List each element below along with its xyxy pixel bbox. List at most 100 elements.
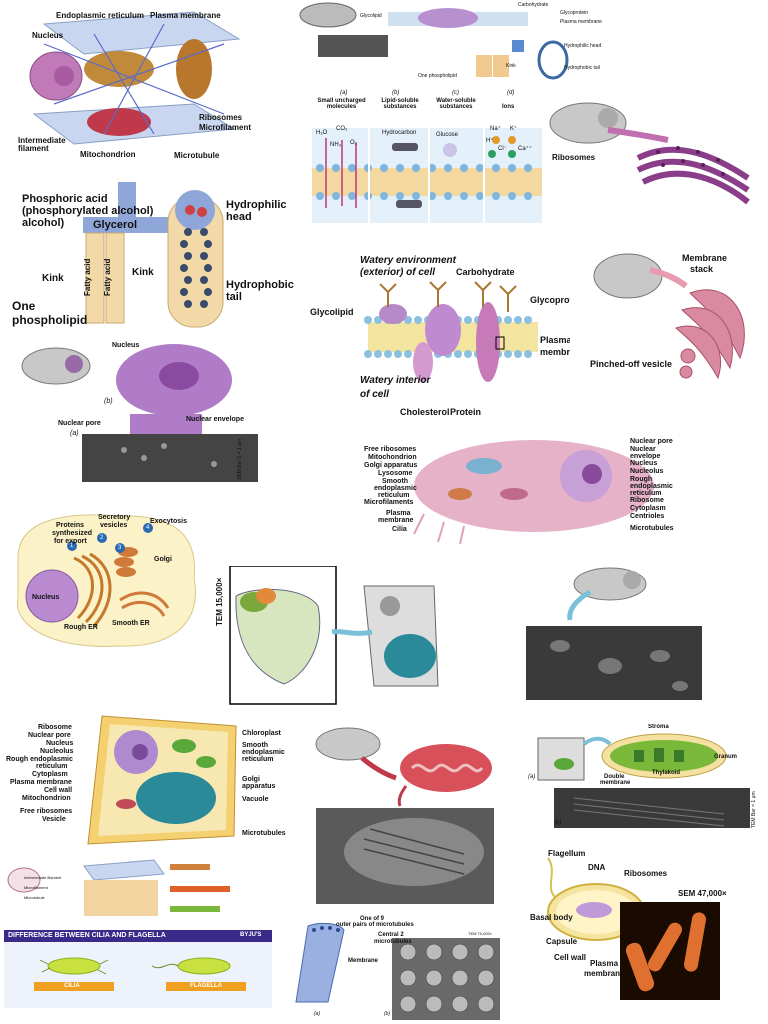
label-centrioles: Centrioles <box>630 513 665 520</box>
label-a: (a) <box>340 90 348 96</box>
label-glycoprotein: Glycoprotein <box>560 10 589 16</box>
label-head: head <box>226 211 252 223</box>
label-for-export: for export <box>54 538 87 545</box>
label-thylakoid: Thylakoid <box>652 770 681 776</box>
membrane-big-illustration <box>364 281 538 382</box>
label-nuclear-pore: Nuclear pore <box>28 732 71 739</box>
label-mitochondrion: Mitochondrion <box>368 454 417 461</box>
label-nuclear-pore: Nuclear pore <box>630 438 673 445</box>
flagellum-illustration <box>295 922 500 1020</box>
label-smooth-er: Smooth ER <box>112 620 150 627</box>
label-co2: CO₂ <box>336 126 348 132</box>
animal-cell-illustration <box>413 440 654 544</box>
rough-er-illustration <box>549 102 750 205</box>
bacterium-illustration <box>547 857 720 1000</box>
label-microtubule: Microtubule <box>174 151 220 160</box>
label-nucleus: Nucleus <box>32 31 64 40</box>
label-cell-wall: Cell wall <box>554 953 587 962</box>
label-secretory: Secretory <box>98 514 131 521</box>
ribosomes-panel: Ribosomes <box>548 98 753 213</box>
nucleus-illustration <box>21 344 258 482</box>
label-free-ribosomes: Free ribosomes <box>364 446 417 453</box>
label-k: K⁺ <box>510 126 518 132</box>
label-nucleus: Nucleus <box>630 460 658 467</box>
cilia-flagella-illustration <box>34 957 246 991</box>
label-one-phospholipid: One phospholipid <box>418 73 457 79</box>
label-exterior-of-cell: (exterior) of cell <box>360 267 436 278</box>
label-ribosomes: Ribosomes <box>199 113 243 122</box>
label-glycolipid: Glycolipid <box>360 13 382 19</box>
label-cell-wall: Cell wall <box>44 787 73 794</box>
cytoskeleton-panel: Endoplasmic reticulum Plasma membrane Nu… <box>14 4 254 164</box>
label-free-ribosomes: Free ribosomes <box>20 808 73 815</box>
label-rough-er: Rough ER <box>64 624 98 631</box>
label-a: (a) <box>70 430 79 437</box>
label-endoplasmic-reticulum: Endoplasmic reticulum <box>56 11 145 20</box>
label-microtubules: microtubules <box>374 939 412 945</box>
animal-cell-panel: Free ribosomes Mitochondrion Golgi appar… <box>364 434 684 544</box>
label-dna: DNA <box>588 863 606 872</box>
label-one: One <box>12 299 36 313</box>
label-pinched-off-vesicle: Pinched-off vesicle <box>590 359 673 369</box>
label-carbohydrate: Carbohydrate <box>518 2 549 8</box>
cytoskeleton-small-illustration <box>7 859 230 916</box>
label-plasma-membrane: Plasma membrane <box>150 11 221 20</box>
banner-flagella: FLAGELLA <box>190 983 222 989</box>
label-cytoplasm: Cytoplasm <box>630 505 666 512</box>
label-h2o: H₂O <box>316 130 328 136</box>
label-endoplasmic: endoplasmic <box>242 749 285 756</box>
label-fatty-acid-2: Fatty acid <box>103 258 112 296</box>
label-hydrophobic-tail: Hydrophobic tail <box>564 65 600 71</box>
label-watery-environment: Watery environment <box>360 255 456 266</box>
tem-vacuole-panel: TEM 15,000× <box>214 566 444 706</box>
nucleus-panel: Nucleus (b) (a) Nuclear pore Nuclear env… <box>14 336 274 486</box>
tem-vacuole-illustration <box>229 566 439 705</box>
label-membrane: membrane <box>584 969 625 978</box>
label-golgi-apparatus: Golgi apparatus <box>364 462 418 469</box>
label-ions: Ions <box>502 104 515 110</box>
label-scale: TEM 70,000× <box>468 931 493 936</box>
label-stroma: Stroma <box>648 724 669 730</box>
membrane-big-panel: Watery environment (exterior) of cell Ca… <box>308 252 570 427</box>
label-glycolipid: Glycolipid <box>310 307 354 317</box>
secretion-illustration <box>17 514 196 647</box>
label-hydrocarbon: Hydrocarbon <box>382 130 417 136</box>
label-basal-body: Basal body <box>530 913 573 922</box>
label-na: Na⁺ <box>490 126 501 132</box>
label-outer-pairs: outer pairs of microtubules <box>336 922 414 928</box>
label-vacuole: Vacuole <box>242 796 269 803</box>
label-hydrophilic-head: Hydrophilic head <box>564 43 602 49</box>
label-membrane: membrane <box>540 347 570 357</box>
label-microfilaments: Microfilaments <box>364 499 414 506</box>
label-nuclear-envelope: Nuclear envelope <box>186 416 244 423</box>
label-b: (b) <box>384 1011 391 1017</box>
label-cilia: Cilia <box>392 526 407 533</box>
label-vesicle: Vesicle <box>42 816 66 823</box>
label-phosphorylated-alcohol: (phosphorylated alcohol) <box>22 205 154 217</box>
label-lipid-soluble: Lipid-soluble substances <box>381 98 419 111</box>
label-microfilament: Microfilament <box>199 123 252 132</box>
label-plasma-membrane: Plasma membrane <box>560 19 602 25</box>
label-scale: SEM Bar 5 = 1 μm <box>237 438 243 480</box>
flagellum-panel: One of 9 outer pairs of microtubules Cen… <box>288 912 504 1022</box>
plant-cell-illustration <box>87 715 237 845</box>
label-capsule: Capsule <box>546 937 578 946</box>
label-mitochondrion: Mitochondrion <box>80 150 136 159</box>
label-envelope: envelope <box>630 453 661 460</box>
label-nuclear: Nuclear <box>630 446 656 453</box>
cytoskeleton-small-panel: Intermediate filament Microfilament Micr… <box>4 858 260 928</box>
label-scale: SEM 47,000× <box>678 889 727 898</box>
label-d: (d) <box>507 90 515 96</box>
label-central-2: Central 2 <box>378 932 404 938</box>
label-endoplasmic: endoplasmic <box>374 485 417 492</box>
label-kink: Kink <box>506 63 516 69</box>
label-phosphoric-acid: Phosphoric acid <box>22 193 108 205</box>
label-ribosomes: Ribosomes <box>552 153 596 162</box>
cilia-flagella-banner: DIFFERENCE BETWEEN CILIA AND FLAGELLA BY… <box>4 930 272 1008</box>
label-double: Double <box>604 774 625 780</box>
label-ribosome: Ribosome <box>630 497 664 504</box>
label-membrane: Membrane <box>682 253 728 263</box>
label-stack: stack <box>690 264 714 274</box>
label-scale: TEM Bar = 1 μm <box>751 791 757 828</box>
label-ribosomes: Ribosomes <box>624 869 668 878</box>
